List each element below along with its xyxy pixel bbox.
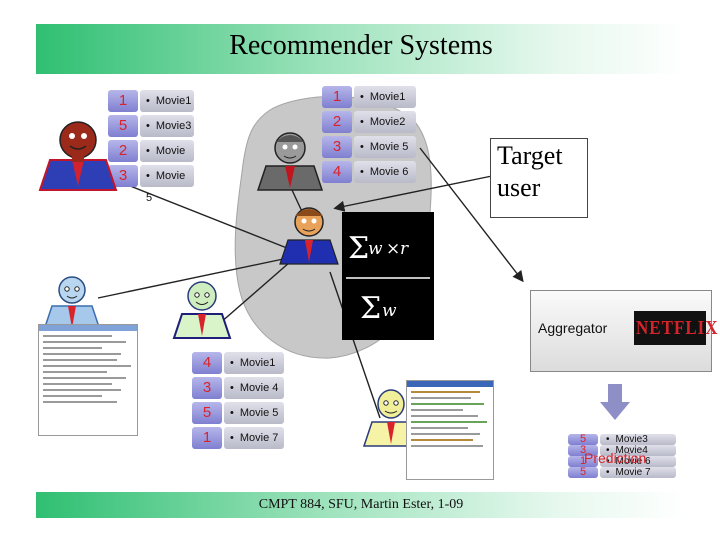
movie-label: Movie1 (224, 352, 284, 374)
movie-label: Movie 5 (224, 402, 284, 424)
user-figure-1 (38, 121, 118, 191)
prediction-list: 5Movie3 3Movie4 1Movie 6 5Movie 7 (568, 434, 676, 478)
movie-label: Movie1 (354, 86, 416, 108)
weighted-sum-formula: Σ w × r Σ w (342, 212, 434, 340)
movie-label: Movie4 (600, 445, 676, 456)
title-bar (36, 24, 686, 74)
rank-number: 4 (192, 352, 222, 374)
movie-label: Movie 4 (224, 377, 284, 399)
rank-list-bottom-center: 4Movie1 3Movie 4 5Movie 5 1Movie 7 (192, 352, 284, 452)
movie-label: Movie 7 (224, 427, 284, 449)
movie-label: Movie 5 (140, 165, 194, 204)
list-item: 1Movie1 (108, 90, 194, 114)
rank-number: 4 (322, 161, 352, 183)
rank-number: 3 (192, 377, 222, 399)
rank-number: 1 (568, 456, 598, 467)
list-item: 3Movie4 (568, 445, 676, 456)
svg-text:w: w (368, 239, 383, 259)
target-user-figure (279, 207, 339, 265)
movie-label: Movie1 (140, 90, 194, 112)
rank-number: 5 (568, 434, 598, 445)
target-line-1: Target (497, 141, 563, 170)
target-line-2: user (497, 173, 541, 202)
movie-label: Movie 7 (600, 467, 676, 478)
link-user5 (329, 271, 381, 419)
rank-number: 2 (108, 140, 138, 162)
rank-number: 5 (108, 115, 138, 137)
slide-footer: CMPT 884, SFU, Martin Ester, 1-09 (258, 497, 464, 512)
footer-bar (36, 492, 686, 518)
movie-label: Movie 5 (354, 136, 416, 158)
list-item: 5Movie 7 (568, 467, 676, 478)
user-figure-4 (172, 281, 232, 339)
aggregator-arrow (419, 147, 524, 283)
movie-label: Movie3 (140, 115, 194, 137)
list-item: 4Movie 6 (322, 161, 416, 185)
list-item: 5Movie3 (568, 434, 676, 445)
svg-text:×: × (386, 239, 400, 259)
list-item: 2Movie 4 (108, 140, 194, 179)
svg-text:Σ: Σ (348, 231, 369, 266)
rank-number: 3 (322, 136, 352, 158)
movie-label: Movie 6 (354, 161, 416, 183)
netflix-logo-text: NETFLIX (636, 316, 719, 339)
movie-label: Movie3 (600, 434, 676, 445)
list-item: 3Movie 5 (108, 165, 194, 204)
rank-list-top-center: 1Movie1 2Movie2 3Movie 5 4Movie 6 (322, 86, 416, 186)
target-user-label: Target user (497, 140, 563, 204)
rank-number: 1 (192, 427, 222, 449)
rank-number: 3 (108, 165, 138, 187)
user-figure-5 (362, 389, 420, 447)
website-thumbnail-right (406, 380, 494, 480)
list-item: 5Movie3 (108, 115, 194, 139)
down-arrow-icon (600, 384, 630, 420)
movie-label: Movie 6 (600, 456, 676, 467)
list-item: 1Movie 6 (568, 456, 676, 467)
list-item: 2Movie2 (322, 111, 416, 135)
prediction-label: Prediction (584, 450, 647, 466)
list-item: 1Movie 7 (192, 427, 284, 451)
netflix-logo (634, 311, 706, 345)
list-item: 1Movie1 (322, 86, 416, 110)
svg-text:Σ: Σ (360, 291, 381, 326)
user-figure-3 (42, 276, 102, 331)
list-item: 3Movie 5 (322, 136, 416, 160)
rank-number: 2 (322, 111, 352, 133)
link-user4 (211, 261, 291, 331)
target-user-box (490, 138, 588, 218)
aggregator-label: Aggregator (538, 320, 608, 336)
svg-text:r: r (400, 239, 409, 259)
link-user3 (97, 257, 289, 299)
list-item: 3Movie 4 (192, 377, 284, 401)
svg-text:w: w (382, 301, 397, 321)
rank-number: 1 (108, 90, 138, 112)
rank-number: 5 (192, 402, 222, 424)
rank-list-top-left: 1Movie1 5Movie3 2Movie 4 3Movie 5 (108, 90, 194, 204)
movie-label: Movie2 (354, 111, 416, 133)
slide-title: Recommender Systems (229, 30, 493, 61)
list-item: 4Movie1 (192, 352, 284, 376)
target-arrow (333, 175, 493, 212)
rank-number: 1 (322, 86, 352, 108)
document-thumbnail-left (38, 324, 138, 436)
rank-number: 5 (568, 467, 598, 478)
movie-label: Movie 4 (140, 140, 194, 179)
list-item: 5Movie 5 (192, 402, 284, 426)
rank-number: 3 (568, 445, 598, 456)
user-figure-2 (256, 132, 324, 191)
